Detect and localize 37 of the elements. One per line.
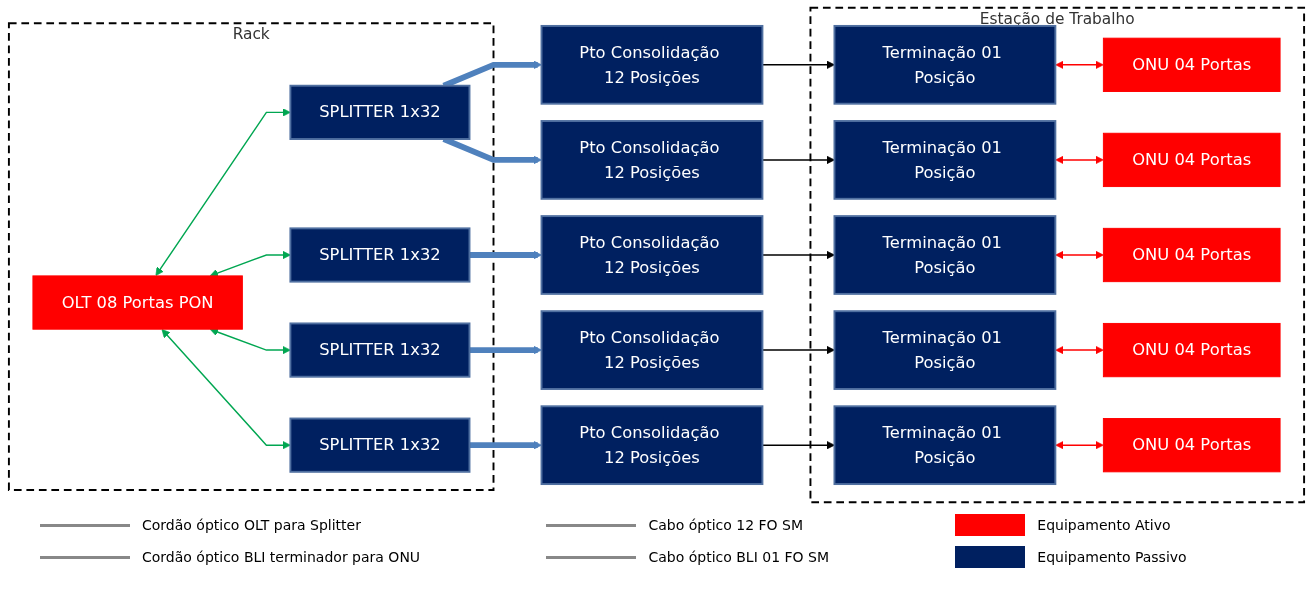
legend-text: Cabo óptico BLI 01 FO SM — [648, 549, 829, 565]
node-box: Terminação 01 Posição — [833, 120, 1057, 200]
node-box: Pto Consolidação 12 Posições — [540, 405, 764, 486]
legend-text: Cordão óptico OLT para Splitter — [142, 517, 361, 533]
arrow — [469, 345, 542, 355]
node-box: OLT 08 Portas PON — [32, 275, 243, 330]
node-box: SPLITTER 1x32 — [289, 227, 471, 283]
node-box: ONU 04 Portas — [1102, 322, 1281, 378]
arrow — [1055, 250, 1104, 260]
node-box: Terminação 01 Posição — [833, 405, 1057, 486]
arrow — [1055, 155, 1104, 165]
arrow — [1055, 60, 1104, 70]
legend-text: Equipamento Ativo — [1037, 517, 1171, 533]
node-box: ONU 04 Portas — [1102, 227, 1281, 283]
legend-text: Equipamento Passivo — [1037, 549, 1187, 565]
arrow — [469, 250, 542, 260]
node-box: Pto Consolidação 12 Posições — [540, 120, 764, 200]
node-box: Terminação 01 Posição — [833, 215, 1057, 295]
node-box: Pto Consolidação 12 Posições — [540, 310, 764, 390]
arrow — [161, 329, 291, 450]
node-box: SPLITTER 1x32 — [289, 322, 471, 378]
node-box: SPLITTER 1x32 — [289, 417, 471, 473]
arrow — [1055, 440, 1104, 450]
node-box: Pto Consolidação 12 Posições — [540, 215, 764, 295]
node-box: Terminação 01 Posição — [833, 24, 1057, 105]
arrow — [469, 440, 542, 450]
node-box: ONU 04 Portas — [1102, 418, 1281, 473]
node-box: Pto Consolidação 12 Posições — [540, 24, 764, 105]
node-box: Terminação 01 Posição — [833, 310, 1057, 390]
node-box: ONU 04 Portas — [1102, 37, 1281, 92]
arrow — [155, 108, 291, 276]
legend-text: Cordão óptico BLI terminador para ONU — [142, 549, 421, 565]
node-box: ONU 04 Portas — [1102, 132, 1281, 188]
legend-text: Cabo óptico 12 FO SM — [648, 517, 803, 533]
arrow — [209, 328, 291, 355]
node-box: SPLITTER 1x32 — [289, 84, 471, 140]
arrow — [1055, 345, 1104, 355]
